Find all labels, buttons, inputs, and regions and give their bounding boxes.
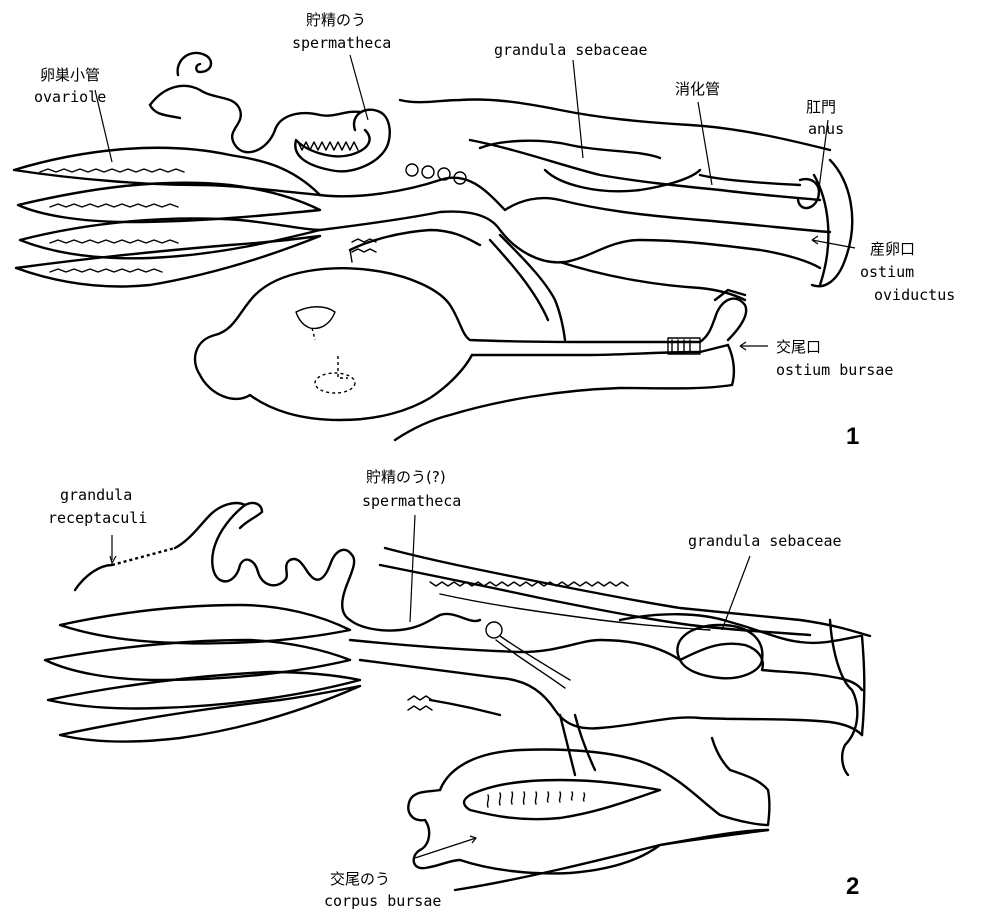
ostium-oviductus-label-line-2: oviductus: [874, 286, 955, 304]
ostium-bursae-label: ostium bursae: [776, 361, 893, 379]
grandula-receptaculi-label-line-2: receptaculi: [48, 509, 147, 527]
anus-jp-label: 肛門: [806, 98, 836, 116]
corpus-bursae-jp-label: 交尾のう: [330, 870, 390, 888]
ostium-bursae-jp-label: 交尾口: [776, 338, 821, 356]
spermatheca-drawing-1: [295, 110, 466, 184]
spermatheca-label-2: spermatheca: [362, 492, 461, 510]
ovariole-drawing-2: [45, 605, 360, 742]
figure-2: grandula receptaculi 貯精のう(?) spermatheca…: [45, 250, 870, 910]
figure-number-2: 2: [846, 873, 859, 900]
leader-lines-figure-2: [110, 515, 750, 858]
spermatheca-jp-label-1: 貯精のう: [306, 11, 366, 29]
accessory-gland-drawing-1: [150, 53, 360, 152]
corpus-bursae-drawing: [408, 738, 769, 890]
spermatheca-label-1: spermatheca: [292, 34, 391, 52]
figure-1: 貯精のう spermatheca 卵巣小管 ovariole grandula …: [14, 11, 955, 450]
ostium-oviductus-jp-label: 産卵口: [870, 240, 915, 258]
anus-label: anus: [808, 120, 844, 138]
grandula-sebaceae-label-2: grandula sebaceae: [688, 532, 842, 550]
ostium-oviductus-label-line-1: ostium: [860, 263, 914, 281]
spermatheca-drawing-2: [350, 548, 870, 688]
reproductive-tract-drawing-1: [320, 99, 852, 340]
figure-number-1: 1: [846, 423, 859, 450]
ovariole-drawing-1: [14, 148, 320, 287]
corpus-bursae-label: corpus bursae: [324, 892, 441, 910]
ovariole-label: ovariole: [34, 88, 106, 106]
bursa-drawing-1: [195, 268, 746, 440]
grandula-sebaceae-label-1: grandula sebaceae: [494, 41, 648, 59]
reproductive-tract-drawing-2: [350, 614, 864, 775]
ovariole-jp-label: 卵巣小管: [40, 66, 100, 84]
digestive-tract-jp-label: 消化管: [675, 80, 720, 98]
spermatheca-jp-label-2: 貯精のう(?): [366, 468, 446, 486]
grandula-receptaculi-label-line-1: grandula: [60, 486, 132, 504]
